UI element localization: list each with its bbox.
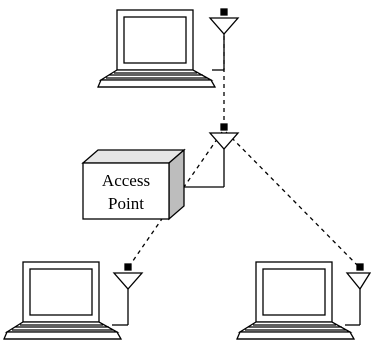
- antenna-icon: [184, 123, 240, 188]
- laptop-icon: [236, 261, 356, 340]
- laptop-bottom-right: [236, 261, 371, 340]
- access-point: Access Point: [81, 148, 186, 221]
- antenna-icon: [112, 263, 144, 326]
- laptop-icon: [3, 261, 123, 340]
- link-ap-to-laptop-bottom-right: [225, 131, 361, 269]
- access-point-antenna: [184, 123, 240, 188]
- laptop-top: [97, 8, 240, 88]
- access-point-label-line2: Point: [108, 194, 144, 213]
- laptop-icon: [97, 9, 217, 88]
- access-point-label-line1: Access: [102, 171, 150, 190]
- antenna-icon: [345, 263, 371, 326]
- laptop-bottom-left: [3, 261, 144, 340]
- access-point-box: [81, 148, 186, 221]
- antenna-icon: [208, 8, 240, 71]
